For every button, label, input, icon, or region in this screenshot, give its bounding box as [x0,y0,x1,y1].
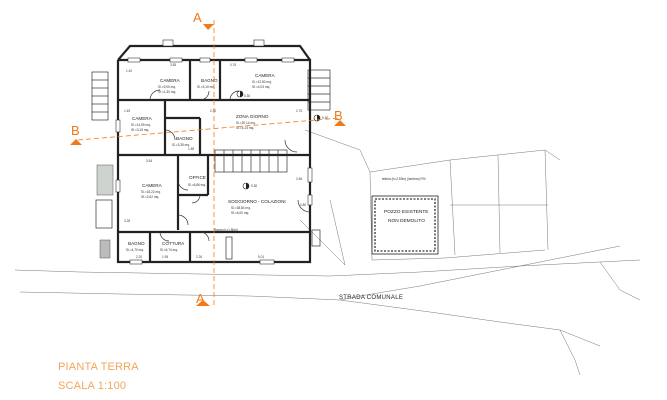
dim-label: 2.30 [210,109,216,113]
room-bagno-mid-name: BAGNO [176,136,193,141]
pozzo-label-1: POZZO ESISTENTE [384,209,429,215]
room-camera-nw-area: Sl.=9,00 mq. [158,85,176,89]
level-markers: 0.30 0.30 0.30 [236,90,328,190]
room-bagno-top-area: Sl.=5,10 mq. [197,85,215,89]
windows [115,39,313,265]
level-label: 0.30 [322,116,328,120]
room-camera-ne-name: CAMERA [255,73,276,78]
room-camera-sw-area: Sl.=16,22 mq. [141,190,161,194]
road-label: STRADA COMUNALE [339,295,403,301]
pozzo-label-2: NON DEMOLITO [388,218,425,224]
room-camera-w-sf: Sf.=3,15 mq. [131,128,149,132]
dim-label: 3.55 [170,63,176,67]
dim-label: 0.80 [300,203,306,207]
dim-label: 2.65 [296,177,302,181]
section-markers: A A B B [70,10,346,306]
section-a-bottom: A [196,291,205,306]
dim-label: 3.28 [124,219,130,223]
dim-label: 3.54 [146,159,152,163]
left-exterior [91,71,114,259]
right-exterior-stair [307,69,331,111]
dim-label: 0.76 [230,63,236,67]
section-a-top: A [193,10,202,25]
room-camera-nw-name: CAMERA [160,78,181,83]
level-label: 0.30 [244,94,250,98]
room-bagno-top-name: BAGNO [201,78,218,83]
room-bagno-low-area: Sl.=4,70 mq. [126,248,144,252]
room-labels: CAMERA Sl.=9,00 mq. Sf.=1,30 mq. BAGNO S… [126,73,286,252]
room-office-name: OFFICE [189,175,206,180]
room-zona-giorno-area: Sl.=20,14 mq. [236,121,256,125]
room-camera-sw-sf: Sf.=2,62 mq. [141,195,159,199]
section-b-left: B [71,123,80,138]
room-camera-nw-sf: Sf.=1,30 mq. [158,90,176,94]
room-cottura-area: Sl.=6,74 mq. [160,248,178,252]
ramp-label: Ramp.(n=1,80m) [214,228,238,232]
dim-label: 1.95 [162,255,168,259]
dim-label: 5.01 [258,255,264,259]
interior-stair [214,149,288,260]
room-bagno-mid-area: Sl.=3,35 mq. [172,143,190,147]
drawing-title: PIANTA TERRA [58,361,139,373]
dim-label: 1.45 [124,109,130,113]
room-camera-ne-area: Sl.=12,50 mq. [252,80,272,84]
dim-label: 1.85 [188,147,194,151]
section-b-right: B [334,108,343,123]
site-lines [14,129,641,376]
room-camera-w-area: Sl.=14,59 mq. [131,123,151,127]
level-label: 0.30 [251,184,257,188]
doors [149,89,321,247]
room-camera-sw-name: CAMERA [142,183,163,188]
room-zona-giorno-name: ZONA GIORNO [236,114,269,119]
dim-label: 2.75 [296,109,302,113]
room-cottura-name: COTTURA [162,241,185,246]
room-camera-w-name: CAMERA [132,116,153,121]
dim-label: 2.26 [196,255,202,259]
dim-label: 1.40 [126,69,132,73]
drawing-scale: SCALA 1:100 [58,380,127,392]
dim-label: 2.20 [136,255,142,259]
room-soggiorno-sf: Sf.=6,00 mq. [231,211,249,215]
room-zona-giorno-sf: Sf.=4,14 mq. [236,126,254,130]
tettoia-label: tettoia (h=2.50m) (lamiera) R% [382,177,426,181]
pozzo-esistente: POZZO ESISTENTE NON DEMOLITO tettoia (h=… [371,177,439,255]
room-bagno-low-name: BAGNO [128,241,145,246]
room-soggiorno-area: Sl.=38,84 mq. [231,206,251,210]
room-camera-ne-sf: Sf.=4,03 mq. [252,85,270,89]
dimensions: 1.40 3.55 0.76 1.45 2.30 2.75 3.54 1.85 … [124,63,306,259]
room-office-area: Sl.=6,86 mq. [188,183,206,187]
room-soggiorno-name: SOGGIORNO - COLAZIONI [228,199,286,204]
